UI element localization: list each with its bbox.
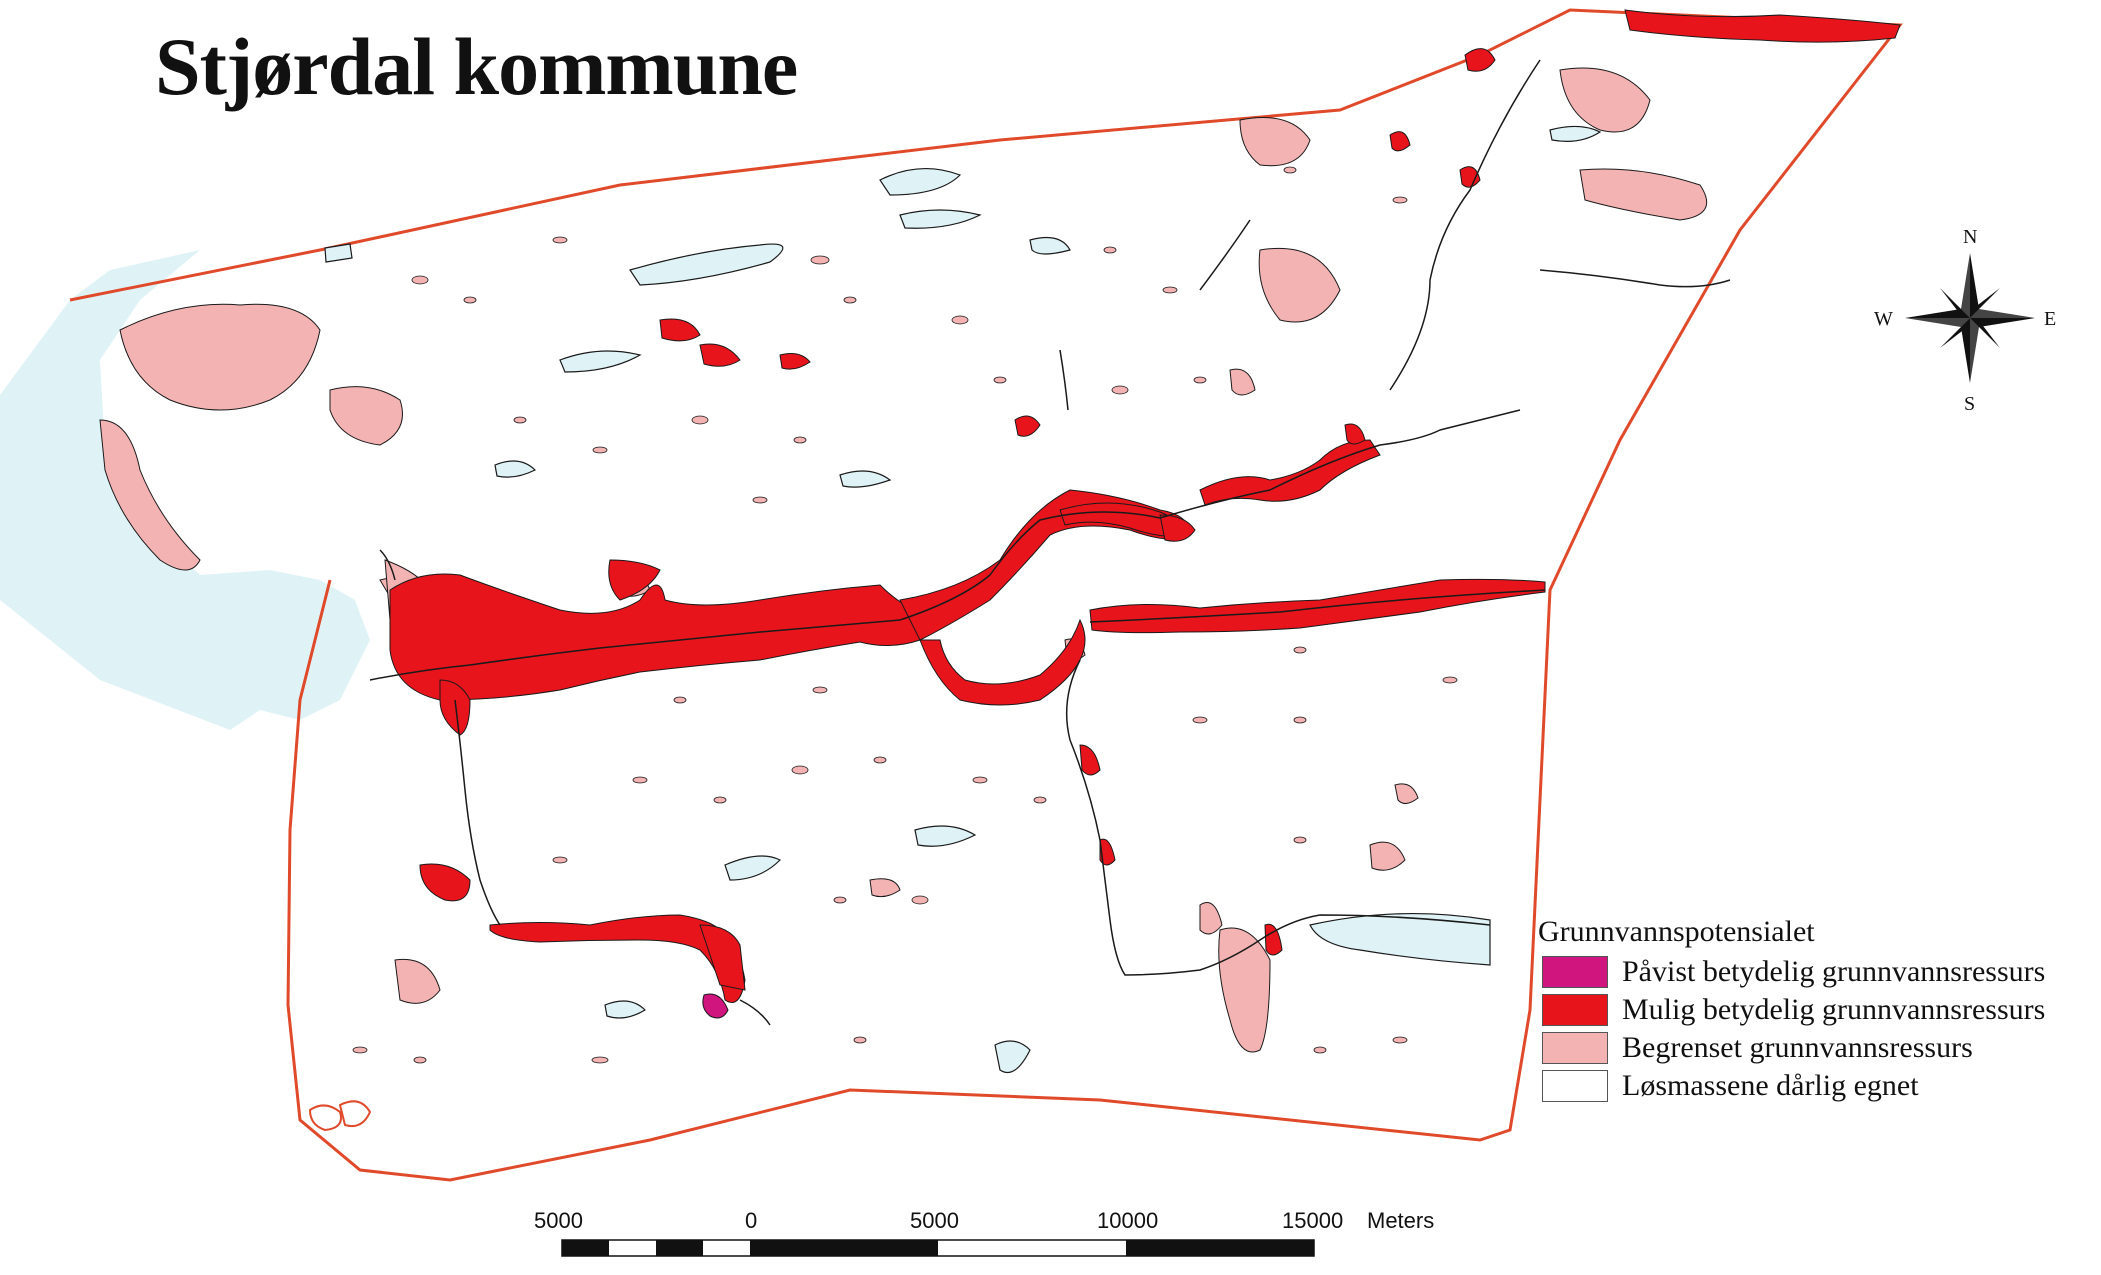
lakes — [324, 125, 1602, 1074]
legend-title: Grunnvannspotensialet — [1538, 915, 1815, 948]
legend-label: Begrenset grunnvannsressurs — [1622, 1031, 1973, 1064]
scale-bar: 5000 0 5000 10000 15000 Meters — [534, 1208, 1434, 1257]
scale-tick-3: 10000 — [1097, 1208, 1158, 1233]
legend-item-mulig: Mulig betydelig grunnvannsressurs — [1542, 991, 2078, 1029]
small-deposits — [352, 166, 1458, 1064]
small-outlines — [308, 1100, 372, 1132]
scale-unit: Meters — [1367, 1208, 1434, 1233]
legend-label: Løsmassene dårlig egnet — [1622, 1069, 1919, 1102]
legend-swatch-mulig — [1542, 994, 1608, 1026]
scale-tick-4: 15000 — [1282, 1208, 1343, 1233]
legend-swatch-pavist — [1542, 956, 1608, 988]
possible-resource-areas — [389, 9, 1901, 1003]
proven-resource-area — [702, 993, 729, 1019]
legend-label: Påvist betydelig grunnvannsressurs — [1622, 955, 2046, 988]
rivers — [369, 59, 1731, 1026]
municipality-boundary — [69, 8, 1903, 1182]
legend-label: Mulig betydelig grunnvannsressurs — [1622, 993, 2046, 1026]
legend: Grunnvannspotensialet Påvist betydelig g… — [1538, 915, 2078, 1105]
legend-item-darlig: Løsmassene dårlig egnet — [1542, 1067, 2078, 1105]
scale-tick-1: 0 — [745, 1208, 757, 1233]
compass-south-label: S — [1964, 393, 1975, 415]
compass-rose: N S E W — [1874, 226, 2056, 415]
scale-tick-2: 5000 — [910, 1208, 959, 1233]
legend-swatch-darlig — [1542, 1070, 1608, 1102]
compass-west-label: W — [1874, 308, 1893, 330]
legend-item-begrenset: Begrenset grunnvannsressurs — [1542, 1029, 2078, 1067]
compass-east-label: E — [2044, 308, 2056, 330]
fjord-water — [0, 250, 370, 730]
legend-item-pavist: Påvist betydelig grunnvannsressurs — [1542, 953, 2078, 991]
compass-north-label: N — [1963, 226, 1977, 248]
map-title: Stjørdal kommune — [155, 21, 798, 112]
legend-swatch-begrenset — [1542, 1032, 1608, 1064]
scale-tick-0: 5000 — [534, 1208, 583, 1233]
